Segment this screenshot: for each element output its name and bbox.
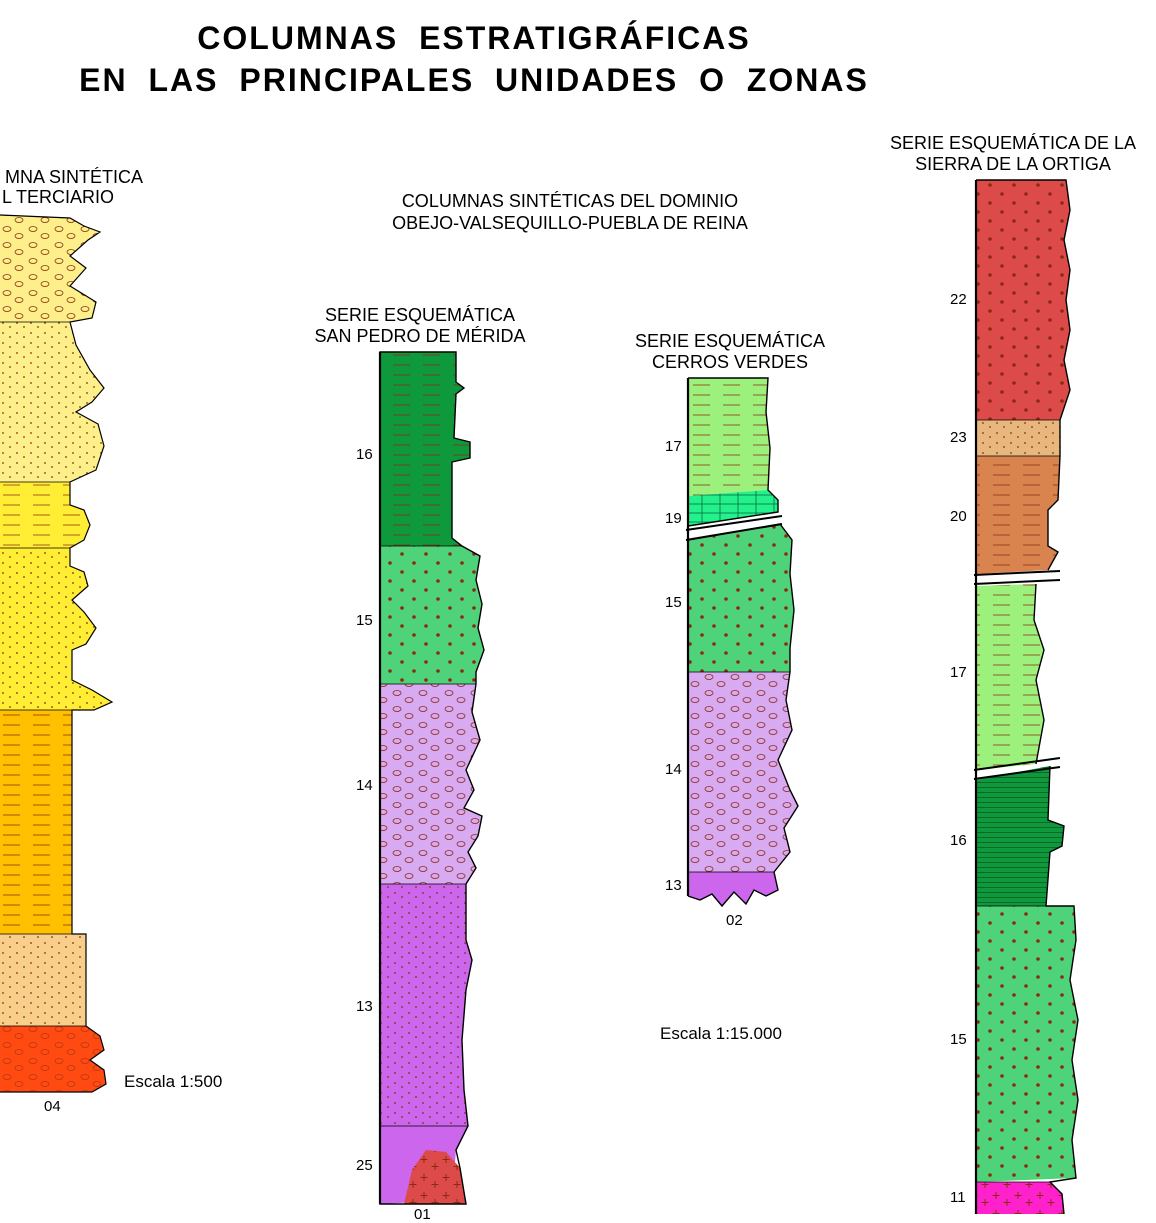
cerros-verdes-unit-label: 19 — [665, 510, 682, 527]
ortiga-unit-label: 17 — [950, 664, 967, 681]
san-pedro-heading-1: SERIE ESQUEMÁTICA — [324, 305, 516, 325]
dominio-heading-1: COLUMNAS SINTÉTICAS DEL DOMINIO — [401, 191, 739, 211]
cerros-verdes-unit-label: 17 — [665, 438, 682, 455]
terciario-scale: Escala 1:500 — [124, 1072, 223, 1091]
ortiga-unit-label: 16 — [950, 832, 967, 849]
ortiga-unit-label: 23 — [950, 429, 967, 446]
ortiga-unit-label: 11 — [950, 1189, 966, 1206]
terciario-column — [0, 214, 114, 1093]
san-pedro-column — [378, 351, 485, 1205]
ortiga-heading-1: SERIE ESQUEMÁTICA DE LA — [889, 133, 1137, 153]
ortiga-heading-2: SIERRA DE LA ORTIGA — [915, 154, 1111, 174]
ortiga-unit-label: 22 — [950, 291, 967, 308]
terciario-heading-2: L TERCIARIO — [1, 187, 115, 207]
san-pedro-heading-2: SAN PEDRO DE MÉRIDA — [314, 326, 526, 346]
dominio-scale: Escala 1:15.000 — [660, 1024, 782, 1043]
san-pedro-unit-label: 14 — [356, 777, 373, 794]
cerros-verdes-heading-2: CERROS VERDES — [651, 352, 809, 372]
san-pedro-unit-label: 13 — [356, 998, 373, 1015]
san-pedro-unit-label: 25 — [356, 1157, 373, 1174]
cerros-verdes-heading-1: SERIE ESQUEMÁTICA — [634, 331, 826, 351]
cerros-verdes-unit-label: 15 — [665, 594, 682, 611]
cerros-verdes-unit-label: 13 — [665, 877, 682, 894]
dominio-heading-2: OBEJO-VALSEQUILLO-PUEBLA DE REINA — [392, 213, 748, 233]
cerros-verdes-unit-label: 14 — [665, 761, 682, 778]
ortiga-unit-label: 15 — [950, 1031, 967, 1048]
terciario-heading-1: MNA SINTÉTICA — [4, 167, 143, 187]
ortiga-column — [973, 179, 1079, 1214]
title-line-2: EN LAS PRINCIPALES UNIDADES O ZONAS — [79, 62, 869, 98]
title-line-1: COLUMNAS ESTRATIGRÁFICAS — [197, 20, 751, 56]
san-pedro-unit-label: 16 — [356, 446, 373, 463]
ortiga-unit-label: 20 — [950, 508, 967, 525]
cerros-verdes-code: 02 — [726, 912, 743, 929]
terciario-code: 04 — [44, 1098, 61, 1115]
cerros-verdes-column — [685, 377, 799, 908]
san-pedro-unit-label: 15 — [356, 612, 373, 629]
